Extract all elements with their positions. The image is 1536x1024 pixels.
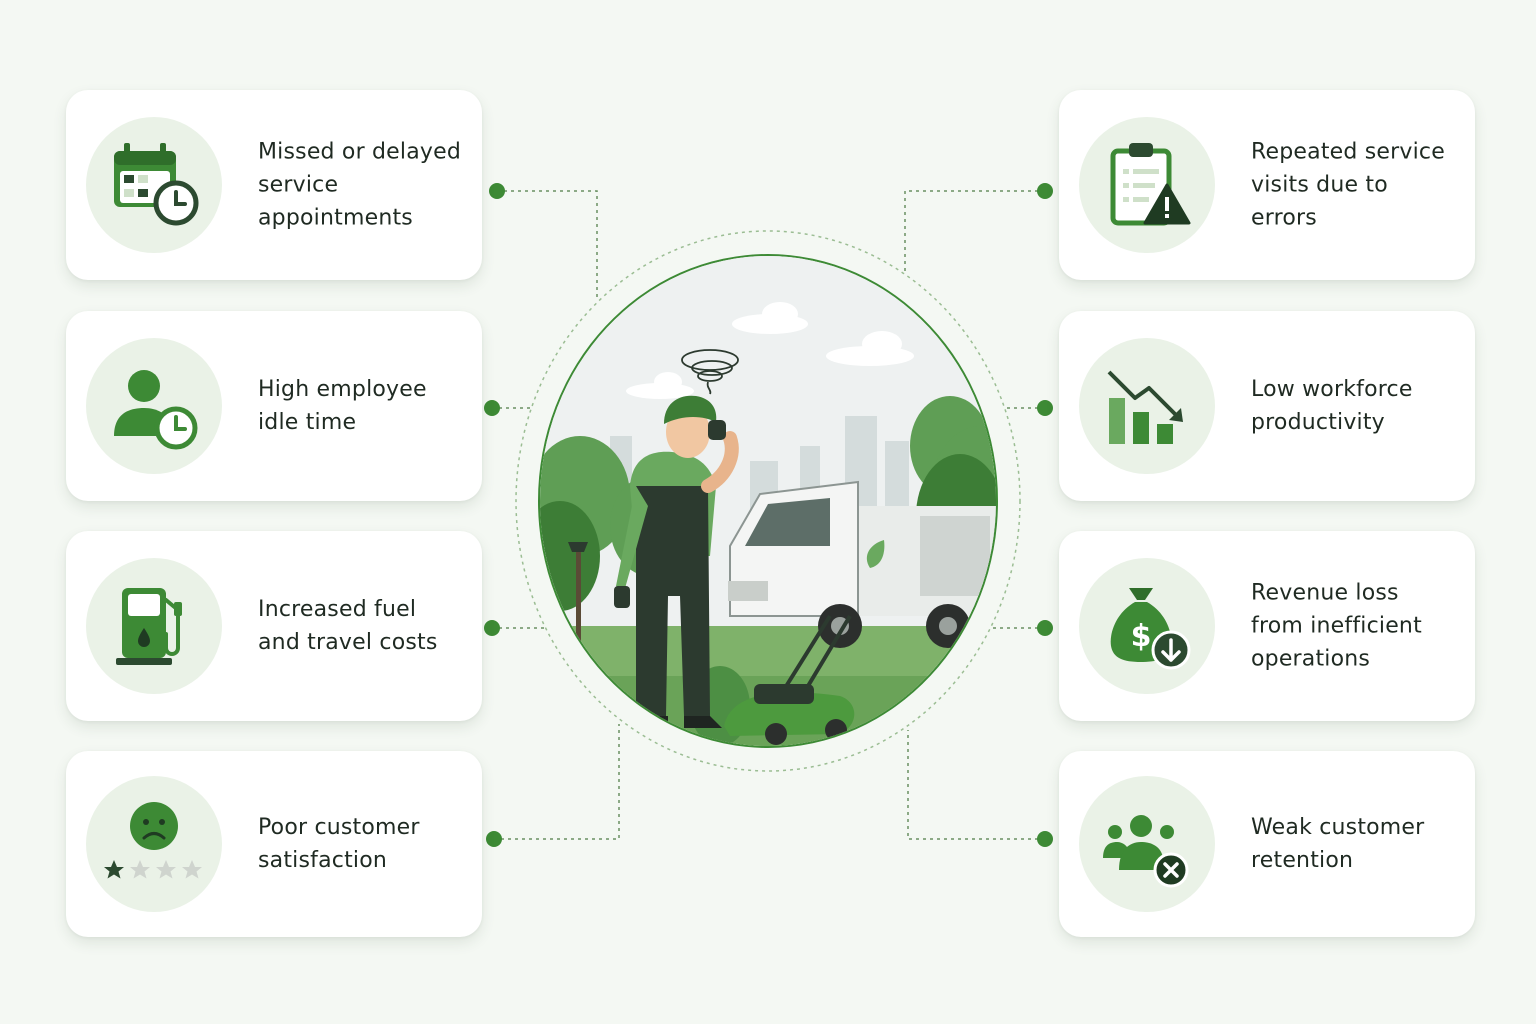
center-illustration <box>538 254 998 748</box>
connector-dot <box>486 831 502 847</box>
svg-text:$: $ <box>1131 619 1152 654</box>
clipboard-warning-icon <box>1110 143 1191 226</box>
declining-bar-chart-icon <box>1107 370 1183 444</box>
icon-circle <box>1079 338 1215 474</box>
card-label: Repeated service visits due to errors <box>1251 139 1445 231</box>
card-revenue-loss: $ Revenue loss from inefficient operatio… <box>1059 531 1475 721</box>
card-label: Poor customer satisfaction <box>258 815 420 873</box>
card-label: Missed or delayed service appointments <box>258 139 462 231</box>
card-idle-time: High employee idle time <box>66 311 482 501</box>
landscaper-scene <box>540 256 996 746</box>
sad-face-rating-icon <box>104 802 202 879</box>
group-remove-icon <box>1103 815 1189 888</box>
connector-dot <box>484 620 500 636</box>
stress-swirl <box>681 349 739 395</box>
person-clock-icon <box>114 370 198 450</box>
icon-circle <box>86 776 222 912</box>
card-label: High employee idle time <box>258 377 427 435</box>
connector-dot <box>1037 400 1053 416</box>
card-customer-retention: Weak customer retention <box>1059 751 1475 937</box>
card-repeated-visits: Repeated service visits due to errors <box>1059 90 1475 280</box>
icon-circle <box>1079 117 1215 253</box>
card-workforce-productivity: Low workforce productivity <box>1059 311 1475 501</box>
card-customer-satisfaction: Poor customer satisfaction <box>66 751 482 937</box>
connector-dot <box>484 400 500 416</box>
card-missed-appointments: Missed or delayed service appointments <box>66 90 482 280</box>
card-label: Revenue loss from inefficient operations <box>1251 580 1422 672</box>
connector-dot <box>1037 831 1053 847</box>
truck <box>728 480 996 648</box>
card-fuel-costs: Increased fuel and travel costs <box>66 531 482 721</box>
connector-dot <box>489 183 505 199</box>
icon-circle <box>1079 776 1215 912</box>
money-bag-down-icon: $ <box>1110 588 1191 670</box>
fuel-pump-icon <box>116 588 182 665</box>
icon-circle <box>86 117 222 253</box>
card-label: Increased fuel and travel costs <box>258 597 438 655</box>
calendar-clock-icon <box>114 143 199 226</box>
connector-dot <box>1037 620 1053 636</box>
card-label: Weak customer retention <box>1251 815 1425 873</box>
icon-circle <box>86 558 222 694</box>
lawn-mower <box>724 614 855 745</box>
icon-circle: $ <box>1079 558 1215 694</box>
card-label: Low workforce productivity <box>1251 377 1413 435</box>
icon-circle <box>86 338 222 474</box>
worker <box>614 395 739 728</box>
connector-dot <box>1037 183 1053 199</box>
